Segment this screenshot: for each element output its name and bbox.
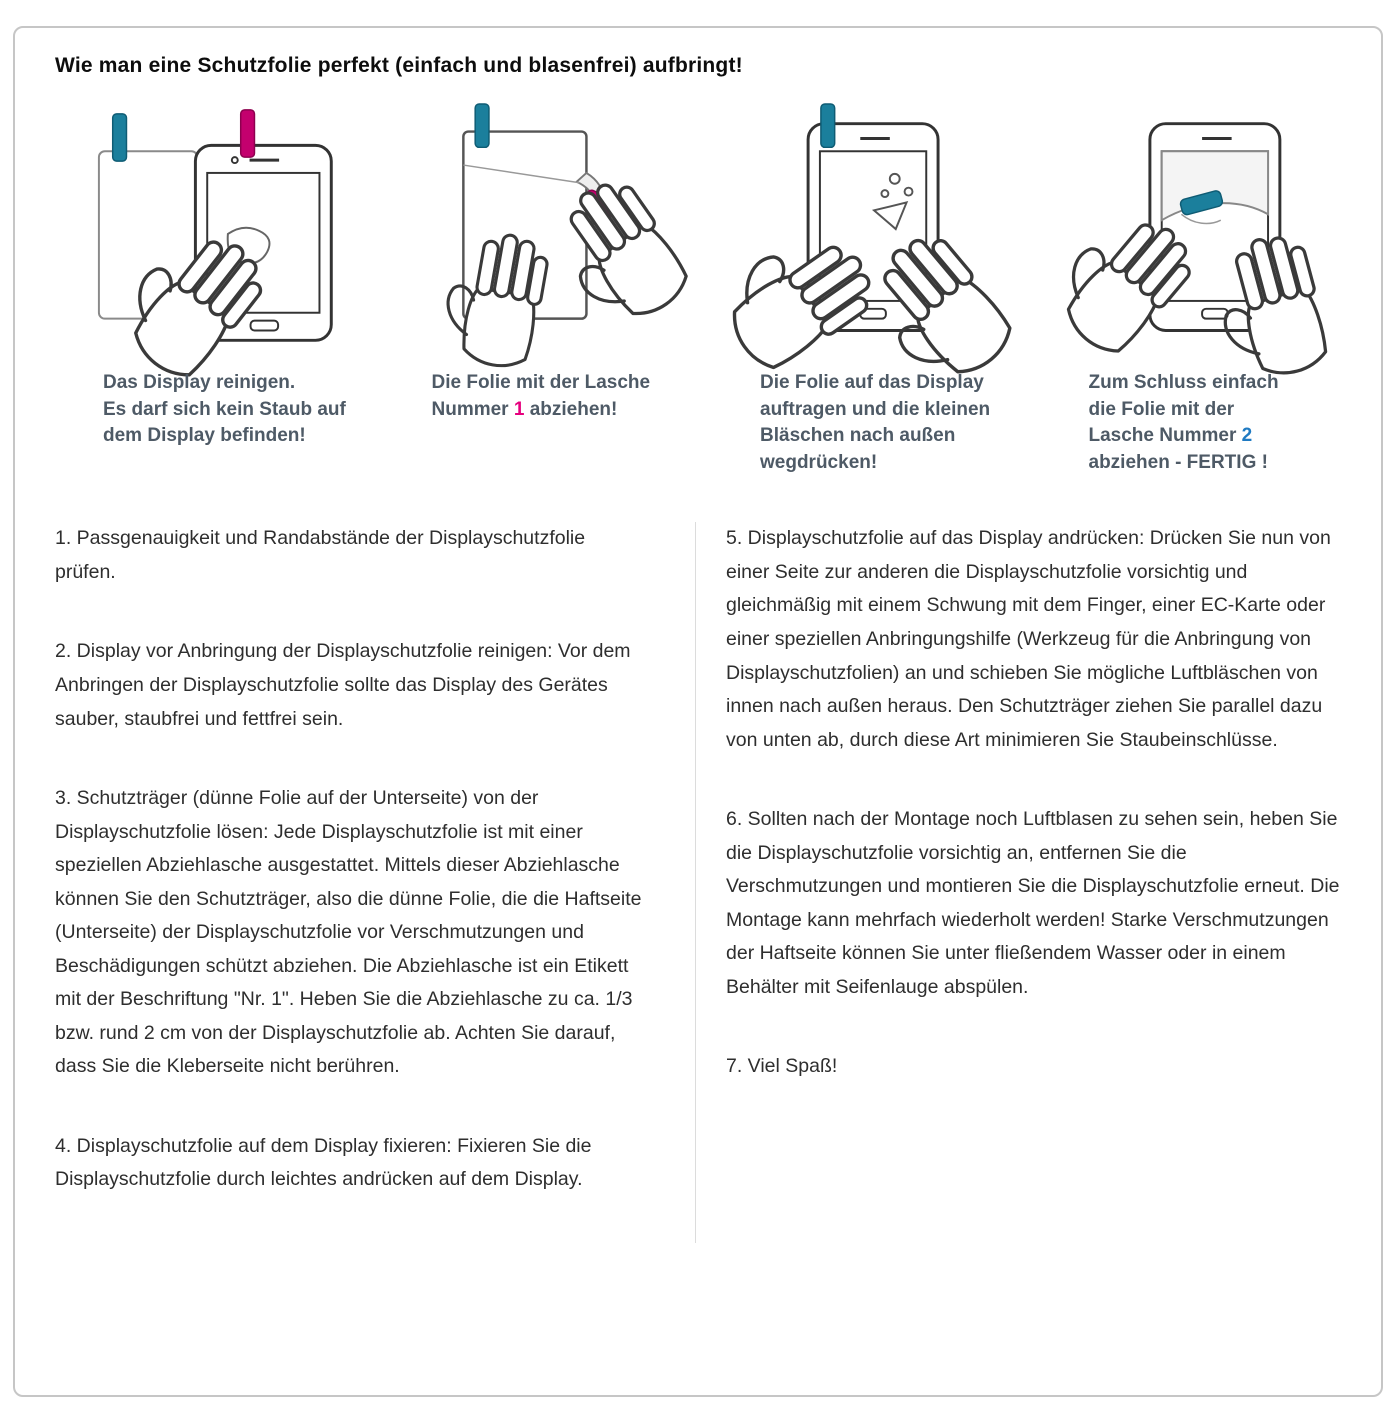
step4-caption: Zum Schluss einfach die Folie mit der La…: [1027, 370, 1356, 476]
tab-teal-icon: [1179, 190, 1223, 216]
hand-icon: [436, 224, 553, 373]
peel-tab2-icon: [1039, 122, 1335, 388]
step-panel-2: Die Folie mit der Lasche Nummer 1 abzieh…: [370, 103, 699, 476]
step2-caption: Die Folie mit der Lasche Nummer 1 abzieh…: [370, 370, 699, 423]
caption-text: Zum Schluss einfach die Folie mit der La…: [1088, 372, 1279, 447]
instruction-paragraph-1: 1. Passgenauigkeit und Randabstände der …: [55, 527, 586, 583]
instruction-columns: 1. Passgenauigkeit und Randabstände der …: [55, 522, 1345, 1243]
step-panel-3: Die Folie auf das Display auftragen und …: [698, 103, 1027, 476]
instruction-paragraph-3: 3. Schutzträger (dünne Folie auf der Unt…: [55, 787, 642, 1078]
caption-text: Die Folie auf das Display auftragen und …: [760, 372, 991, 473]
air-bubbles-icon: [880, 172, 914, 199]
step2-illustration: [370, 103, 699, 373]
step-panel-1: Das Display reinigen. Es darf sich kein …: [41, 104, 370, 476]
instruction-paragraph-5: 5. Displayschutzfolie auf das Display an…: [726, 527, 1331, 751]
caption-text: Die Folie mit der Lasche Nummer: [431, 372, 651, 420]
film-curl-icon: [1180, 213, 1221, 225]
instruction-paragraph-7: 7. Viel Spaß!: [726, 1055, 838, 1078]
illustration-row: Das Display reinigen. Es darf sich kein …: [41, 103, 1356, 476]
caption-text: Das Display reinigen. Es darf sich kein …: [103, 372, 346, 447]
tab-teal-icon: [473, 103, 490, 149]
press-bubbles-icon: [708, 103, 1024, 400]
instruction-paragraph-6: 6. Sollten nach der Montage noch Luftbla…: [726, 808, 1340, 998]
tab-teal-icon: [820, 103, 836, 149]
tab-number-1: 1: [513, 398, 525, 420]
step3-illustration: [698, 103, 1027, 400]
page-border: Wie man eine Schutzfolie perfekt (einfac…: [13, 26, 1383, 1397]
step3-caption: Die Folie auf das Display auftragen und …: [698, 370, 1027, 476]
tab-number-2: 2: [1241, 425, 1253, 447]
instruction-paragraph-4: 4. Displayschutzfolie auf dem Display fi…: [55, 1134, 592, 1191]
column-divider: [695, 522, 696, 1243]
tab-teal-icon: [111, 113, 128, 162]
peel-tab1-icon: [436, 103, 699, 373]
tab-magenta-icon: [239, 109, 256, 158]
squeegee-card-icon: [871, 201, 909, 231]
step-panel-4: Zum Schluss einfach die Folie mit der La…: [1027, 104, 1356, 476]
fold-line-icon: [462, 164, 580, 184]
step1-caption: Das Display reinigen. Es darf sich kein …: [41, 370, 370, 450]
page-title: Wie man eine Schutzfolie perfekt (einfac…: [55, 54, 743, 77]
instructions-right-column: 5. Displayschutzfolie auf das Display an…: [696, 522, 1345, 1243]
instruction-paragraph-2: 2. Display vor Anbringung der Displaysch…: [55, 640, 631, 730]
step1-illustration: [41, 104, 370, 390]
step4-illustration: [1027, 104, 1356, 388]
clean-display-icon: [97, 109, 333, 390]
instructions-left-column: 1. Passgenauigkeit und Randabstände der …: [55, 522, 695, 1243]
caption-text: abziehen!: [524, 398, 618, 420]
caption-text: abziehen - FERTIG !: [1088, 451, 1268, 473]
